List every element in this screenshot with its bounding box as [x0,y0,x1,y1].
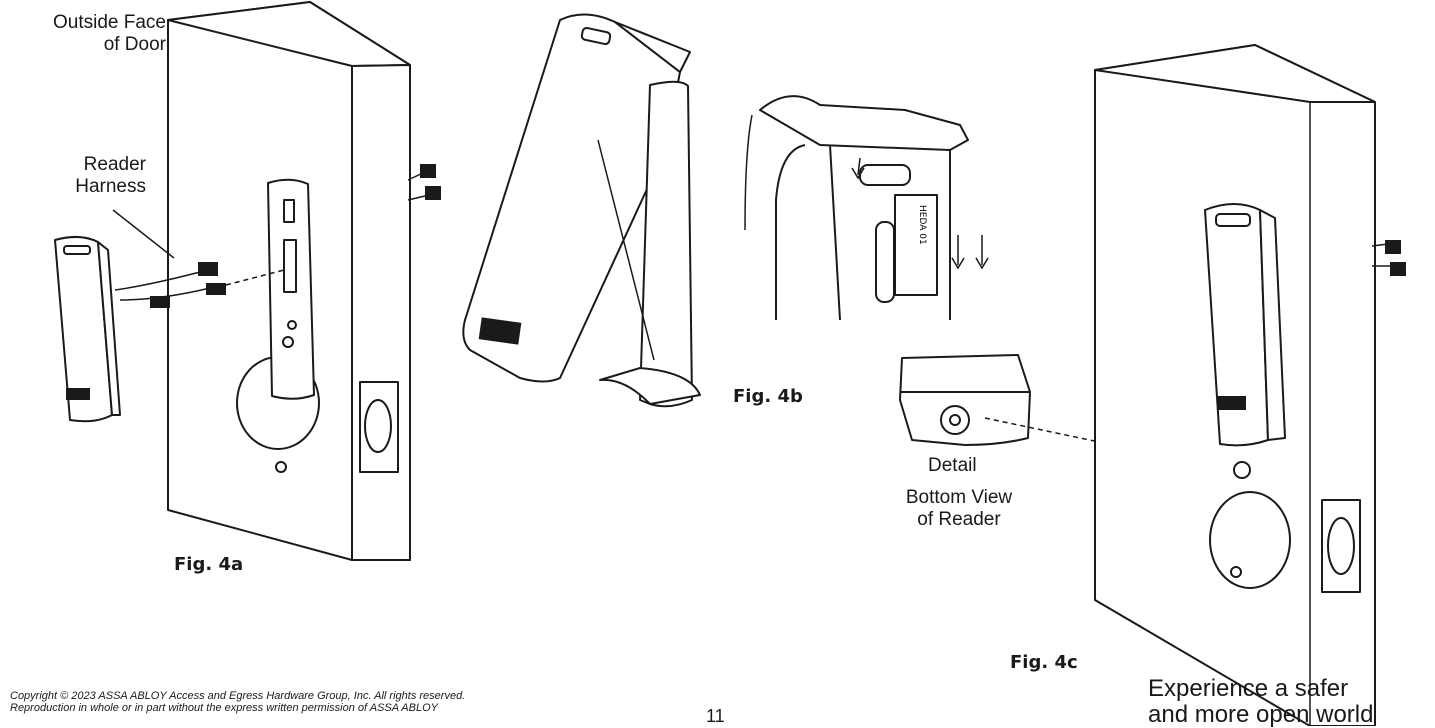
svg-text:HEDA 01: HEDA 01 [917,205,927,245]
outside-face-label: Outside Face of Door [8,12,166,56]
reader-harness-line1: Reader [83,154,146,175]
outside-face-line1: Outside Face [53,12,166,33]
bottom-view-label: Bottom View of Reader [895,487,1023,531]
detail-label: Detail [928,455,977,476]
mounting-plate-4a [267,178,315,400]
fig-4b-caption: Fig. 4b [733,386,803,407]
reader-install-4b [462,13,701,408]
fig-4a-caption: Fig. 4a [174,554,244,575]
copyright-notice: Copyright © 2023 ASSA ABLOY Access and E… [10,690,610,714]
harness-4a [112,209,285,308]
label-plate: HEDA 01 [894,194,938,296]
bottom-view-line1: Bottom View [905,487,1013,508]
copyright-line1: Copyright © 2023 ASSA ABLOY Access and E… [10,690,466,702]
reader-harness-label: Reader Harness [60,154,146,198]
reader-4a [54,236,121,423]
outside-face-line2: of Door [103,34,166,55]
bracket-detail-4b: HEDA 01 [744,95,989,321]
tagline: Experience a safer and more open world [1148,676,1373,728]
page-number: 11 [706,706,725,726]
bottom-view-detail [899,354,1233,471]
reader-harness-line2: Harness [75,176,146,197]
tagline-line1: Experience a safer [1148,675,1349,702]
fig-4c-caption: Fig. 4c [1010,652,1078,673]
reader-4c [1204,203,1286,447]
bottom-view-line2: of Reader [917,509,1001,530]
tagline-line2: and more open world [1148,701,1374,728]
copyright-line2: Reproduction in whole or in part without… [10,702,438,714]
